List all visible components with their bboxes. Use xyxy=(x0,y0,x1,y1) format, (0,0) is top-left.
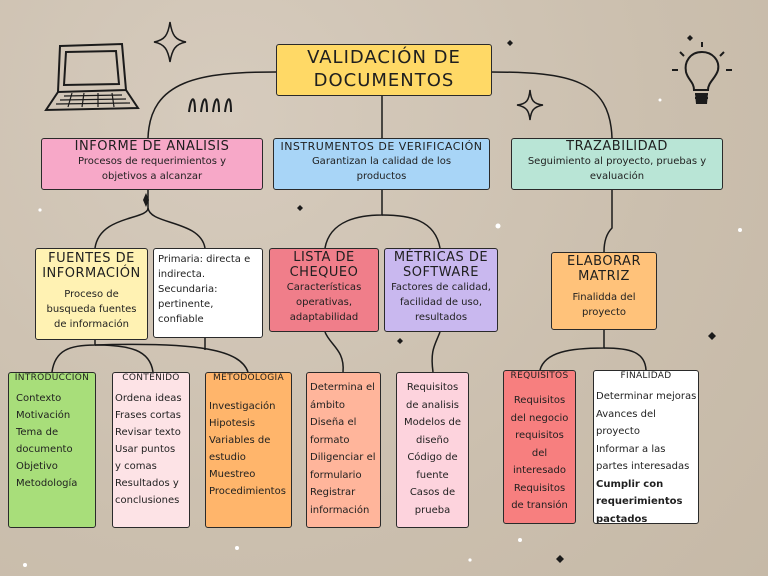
list-item: formato xyxy=(310,434,350,446)
main-title: VALIDACIÓN DE DOCUMENTOS xyxy=(307,47,461,91)
list-item: Usar puntos xyxy=(115,444,176,455)
matriz-desc: Finalidda del proyecto xyxy=(572,292,636,318)
list-item: Modelos de xyxy=(403,417,462,428)
fuentes-title: FUENTES DE INFORMACIÓN xyxy=(42,251,141,281)
list-item: fuente xyxy=(416,469,449,481)
tipo-primaria: Primaria: directa e indirecta. xyxy=(158,254,251,280)
list-item: y comas xyxy=(115,461,157,472)
list-item: Frases cortas xyxy=(115,410,182,421)
trazabilidad-box: TRAZABILIDAD Seguimiento al proyecto, pr… xyxy=(511,138,723,190)
list-item: del xyxy=(531,447,548,459)
metricas-title: MÉTRICAS DE SOFTWARE xyxy=(393,250,489,280)
list-item: Contexto xyxy=(16,393,62,404)
tipo-secundaria: Secundaria: pertinente, confiable xyxy=(158,284,218,325)
list-item: Código de xyxy=(407,452,458,463)
list-item: partes interesadas xyxy=(596,461,690,472)
list-item: Investigación xyxy=(209,401,276,412)
list-item: del negocio xyxy=(510,412,569,424)
list-item: conclusiones xyxy=(115,495,180,506)
list-item: proyecto xyxy=(596,426,640,437)
trazabilidad-desc: Seguimiento al proyecto, pruebas y evalu… xyxy=(527,156,707,182)
list-item: ámbito xyxy=(310,399,346,411)
list-item: información xyxy=(310,504,370,516)
list-item: Diseña el xyxy=(310,417,357,428)
instrumentos-title: INSTRUMENTOS DE VERIFICACIÓN xyxy=(280,140,483,153)
metricas-items-box: Requisitos de analisis Modelos de diseño… xyxy=(396,372,469,528)
list-item: Casos de xyxy=(409,487,456,498)
main-title-box: VALIDACIÓN DE DOCUMENTOS xyxy=(276,44,492,96)
list-item: Tema de xyxy=(16,427,59,438)
informe-box: INFORME DE ANALISIS Procesos de requerim… xyxy=(41,138,263,190)
list-item: Requisitos xyxy=(406,382,459,393)
lista-title: LISTA DE CHEQUEO xyxy=(289,250,359,280)
introduccion-box: INTRODUCCION Contexto Motivación Tema de… xyxy=(8,372,96,528)
list-item: Muestreo xyxy=(209,469,256,480)
matriz-title: ELABORAR MATRIZ xyxy=(566,254,641,284)
list-item: Requisitos xyxy=(513,395,566,406)
metricas-desc: Factores de calidad, facilidad de uso, r… xyxy=(391,282,491,323)
list-item: Requisitos xyxy=(513,482,566,494)
list-item: Revisar texto xyxy=(115,427,181,438)
list-item: Objetivo xyxy=(16,461,58,472)
list-item: Registrar xyxy=(310,487,356,498)
requisitos-box: REQUISITOS Requisitos del negocio requis… xyxy=(503,370,576,524)
squiggle-icon xyxy=(188,98,232,113)
list-item: Hipotesis xyxy=(209,418,256,429)
laptop-icon xyxy=(44,42,140,112)
list-item: Procedimientos xyxy=(209,486,286,497)
list-item: requisitos xyxy=(515,430,564,441)
trazabilidad-title: TRAZABILIDAD xyxy=(566,139,668,154)
list-item: Ordena ideas xyxy=(115,393,182,404)
informe-desc: Procesos de requerimientos y objetivos a… xyxy=(77,156,227,182)
list-item: estudio xyxy=(209,452,246,463)
list-item: de analisis xyxy=(405,399,460,411)
list-item: de transión xyxy=(511,500,568,511)
list-item: prueba xyxy=(414,504,451,516)
finalidad-box: FINALIDAD Determinar mejoras Avances del… xyxy=(593,370,699,524)
matriz-box: ELABORAR MATRIZ Finalidda del proyecto xyxy=(551,252,657,330)
list-item: interesado xyxy=(512,465,567,476)
list-item: Informar a las xyxy=(596,443,666,455)
list-item: diseño xyxy=(416,434,449,446)
chequeo-items-box: Determina el ámbito Diseña el formato Di… xyxy=(306,372,381,528)
list-item-bold: Cumplir con xyxy=(596,478,664,490)
metricas-box: MÉTRICAS DE SOFTWARE Factores de calidad… xyxy=(384,248,498,332)
requisitos-title: REQUISITOS xyxy=(510,371,569,381)
list-item: Resultados y xyxy=(115,478,179,489)
list-item: Diligenciar el xyxy=(310,452,376,463)
list-item: Determina el xyxy=(310,382,375,393)
tipos-box: Primaria: directa e indirecta. Secundari… xyxy=(153,248,263,338)
lista-box: LISTA DE CHEQUEO Características operati… xyxy=(269,248,379,332)
contenido-box: CONTENIDO Ordena ideas Frases cortas Rev… xyxy=(112,372,190,528)
list-item: documento xyxy=(16,444,73,455)
lightbulb-icon xyxy=(672,42,732,104)
introduccion-title: INTRODUCCION xyxy=(14,373,90,383)
list-item-bold: pactados xyxy=(596,513,648,524)
contenido-title: CONTENIDO xyxy=(122,373,180,383)
list-item: formulario xyxy=(310,469,362,481)
fuentes-box: FUENTES DE INFORMACIÓN Proceso de busque… xyxy=(35,248,148,340)
metodologia-box: METODOLOGIA Investigación Hipotesis Vari… xyxy=(205,372,292,528)
lista-desc: Características operativas, adaptabilida… xyxy=(286,282,362,323)
metodologia-title: METODOLOGIA xyxy=(213,373,284,383)
finalidad-title: FINALIDAD xyxy=(620,371,672,381)
list-item: Metodología xyxy=(16,478,78,489)
list-item: Variables de xyxy=(209,435,271,446)
list-item: Motivación xyxy=(16,410,71,421)
instrumentos-desc: Garantizan la calidad de los productos xyxy=(311,156,452,182)
fuentes-desc: Proceso de busqueda fuentes de informaci… xyxy=(46,289,137,330)
list-item: Avances del xyxy=(596,408,656,420)
list-item-bold: requerimientos xyxy=(596,496,683,507)
informe-title: INFORME DE ANALISIS xyxy=(74,139,230,154)
instrumentos-box: INSTRUMENTOS DE VERIFICACIÓN Garantizan … xyxy=(273,138,490,190)
list-item: Determinar mejoras xyxy=(596,391,697,402)
